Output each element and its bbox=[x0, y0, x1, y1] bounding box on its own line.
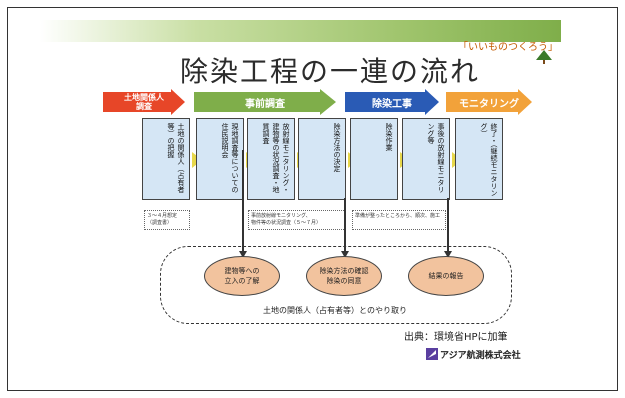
phase-monitoring: モニタリング bbox=[446, 89, 532, 115]
ellipse-result-report: 結果の報告 bbox=[408, 256, 484, 296]
step-identify-owners: 土地の関係人（占有者等）の把握 bbox=[142, 118, 190, 200]
ellipse-method-consent: 除染方法の確認 除染の同意 bbox=[306, 256, 382, 296]
phase-landowner-survey: 土地関係人 調査 bbox=[103, 89, 185, 115]
group-caption: 土地の関係人（占有者等）とのやり取り bbox=[263, 306, 407, 315]
connector-line bbox=[447, 198, 449, 253]
step-text: 除染作業 bbox=[385, 123, 393, 151]
step-method-decision: 除染方法の決定 bbox=[298, 118, 346, 200]
connector-arrowhead bbox=[341, 251, 349, 258]
connector-line bbox=[242, 150, 244, 253]
top-band bbox=[40, 20, 561, 42]
step-text: 終了・（継続モニタリング） bbox=[480, 123, 498, 197]
source-note: 出典：環境省HPに加筆 bbox=[404, 332, 508, 343]
note-schedule: ３～４月想定 （調査書） bbox=[144, 210, 190, 230]
brand-slogan: 「いいものつくろう」 bbox=[458, 42, 558, 53]
step-radiation-survey: 放射線モニタリング・建物等の状況調査・地質調査 bbox=[247, 118, 295, 200]
phase-label: 土地関係人 調査 bbox=[124, 93, 164, 111]
step-text: 除染方法の決定 bbox=[333, 123, 341, 172]
phase-decontamination-work: 除染工事 bbox=[345, 89, 439, 115]
slide-frame bbox=[7, 7, 618, 391]
landowner-interaction-group bbox=[160, 246, 512, 324]
step-text: 現地調査等についての住民説明会 bbox=[221, 123, 239, 193]
step-text: 放射線モニタリング・建物等の状況調査・地質調査 bbox=[262, 123, 290, 193]
note-construction: 準備が整ったところから、順次、施工 bbox=[352, 210, 446, 230]
ellipse-entry-consent: 建物等への 立入の了解 bbox=[204, 256, 280, 296]
tree-icon bbox=[536, 50, 552, 64]
company-logo-icon bbox=[426, 348, 438, 360]
step-text: 土地の関係人（占有者等）の把握 bbox=[167, 123, 185, 193]
phase-label: 事前調査 bbox=[245, 98, 285, 110]
connector-line bbox=[344, 198, 346, 253]
step-post-monitoring: 事後の放射線モニタリング等 bbox=[402, 118, 450, 200]
phase-label: モニタリング bbox=[459, 98, 519, 110]
company-name: アジア航測株式会社 bbox=[440, 351, 521, 361]
step-text: 事後の放射線モニタリング等 bbox=[427, 123, 445, 193]
connector-arrowhead bbox=[239, 251, 247, 258]
step-decontamination: 除染作業 bbox=[350, 118, 398, 200]
slide-title: 除染工程の一連の流れ bbox=[179, 55, 480, 88]
step-briefing: 現地調査等についての住民説明会 bbox=[196, 118, 244, 200]
phase-preliminary-survey: 事前調査 bbox=[194, 89, 336, 115]
note-preliminary: 事前放射線モニタリング、 物件等の状況調査（５～７月） bbox=[248, 210, 346, 230]
phase-label: 除染工事 bbox=[372, 98, 412, 110]
step-finish: 終了・（継続モニタリング） bbox=[455, 118, 503, 200]
connector-arrowhead bbox=[444, 251, 452, 258]
